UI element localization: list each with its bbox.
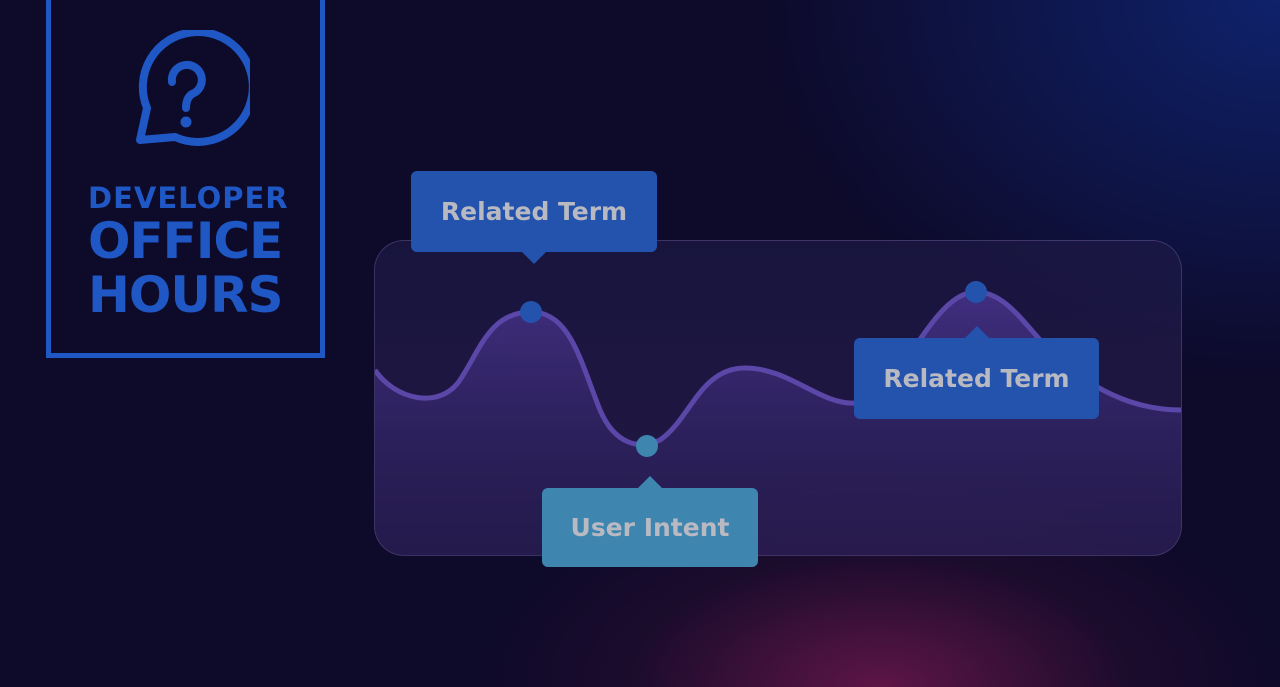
peak-marker (520, 301, 542, 323)
peak-marker (965, 281, 987, 303)
curve-line (375, 289, 1181, 448)
logo-frame (46, 0, 325, 358)
curve-fill (375, 292, 1181, 555)
logo-developer: DEVELOPER (88, 181, 289, 215)
question-chat-bubble-icon (136, 30, 250, 146)
label-related-term: Related Term (854, 326, 1099, 419)
label-related-term: Related Term (411, 171, 657, 264)
label-user-intent: User Intent (542, 476, 758, 567)
trough-marker (636, 435, 658, 457)
logo-hours: HOURS (88, 266, 283, 324)
logo-office: OFFICE (88, 212, 283, 270)
